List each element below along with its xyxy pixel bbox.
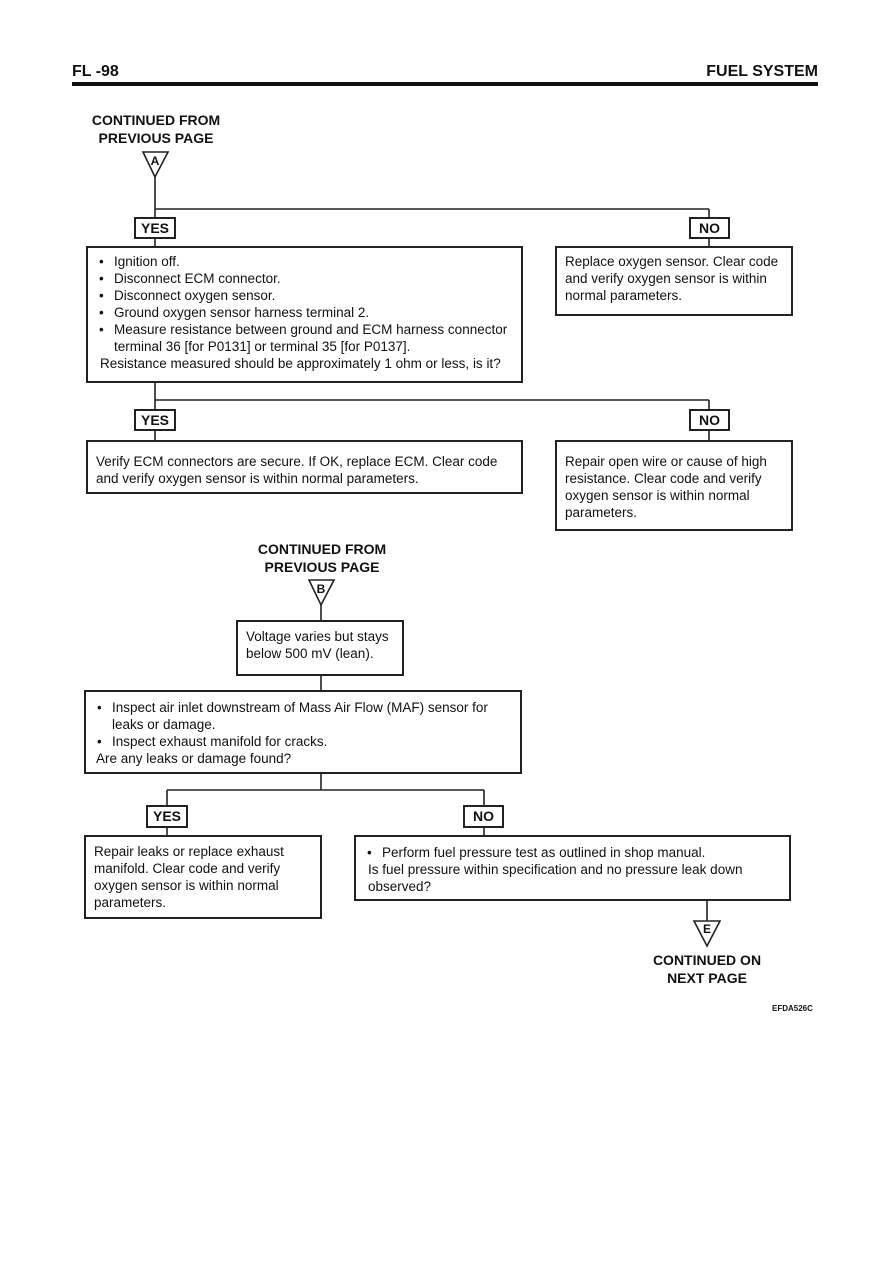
step3-question: Are any leaks or damage found? [96, 751, 292, 766]
step1-bullet: Ignition off. [99, 253, 513, 270]
step3-bullet: Inspect exhaust manifold for cracks. [97, 733, 512, 750]
connector-b-label: B [316, 582, 326, 596]
continued-on-line1: CONTINUED ON [652, 952, 762, 968]
step1-bullet: Disconnect ECM connector. [99, 270, 513, 287]
step2-yes-box: Verify ECM connectors are secure. If OK,… [86, 440, 523, 494]
continued-from-line1: CONTINUED FROM [91, 112, 221, 128]
no-tag-2: NO [689, 409, 730, 431]
continued-from-a: CONTINUED FROM PREVIOUS PAGE [80, 111, 232, 147]
continued-from-line2: PREVIOUS PAGE [264, 559, 380, 575]
step2-no-box: Repair open wire or cause of high resist… [555, 440, 793, 531]
no-tag-3: NO [463, 805, 504, 828]
no-tag-1: NO [689, 217, 730, 239]
figure-code: EFDA526C [772, 1004, 813, 1013]
step1-bullet: Ground oxygen sensor harness terminal 2. [99, 304, 513, 321]
connector-e-triangle [692, 920, 722, 948]
page-number: FL -98 [72, 63, 119, 80]
step1-question: Resistance measured should be approximat… [100, 356, 501, 371]
continued-from-line1: CONTINUED FROM [257, 541, 387, 557]
step3-no-question: Is fuel pressure within specification an… [368, 862, 743, 894]
step1-bullets: Ignition off. Disconnect ECM connector. … [96, 253, 513, 355]
step3-bullet: Inspect air inlet downstream of Mass Air… [97, 699, 512, 733]
yes-tag-1: YES [134, 217, 176, 239]
section-title: FUEL SYSTEM [706, 63, 818, 80]
step1-bullet: Measure resistance between ground and EC… [99, 321, 513, 355]
connector-e-label: E [702, 922, 711, 936]
continued-from-line2: PREVIOUS PAGE [98, 130, 214, 146]
yes-tag-3: YES [146, 805, 188, 828]
yes-tag-2: YES [134, 409, 176, 431]
voltage-box: Voltage varies but stays below 500 mV (l… [236, 620, 404, 676]
step3-bullets: Inspect air inlet downstream of Mass Air… [94, 699, 512, 750]
step3-box: Inspect air inlet downstream of Mass Air… [84, 690, 522, 774]
step1-no-box: Replace oxygen sensor. Clear code and ve… [555, 246, 793, 316]
continued-from-b: CONTINUED FROM PREVIOUS PAGE [246, 540, 398, 576]
step1-box: Ignition off. Disconnect ECM connector. … [86, 246, 523, 383]
header-rule [72, 82, 818, 86]
step3-yes-box: Repair leaks or replace exhaust manifold… [84, 835, 322, 919]
step3-no-box: Perform fuel pressure test as outlined i… [354, 835, 791, 901]
connector-b-triangle [307, 579, 336, 607]
step3-no-bullets: Perform fuel pressure test as outlined i… [364, 844, 781, 861]
continued-on-e: CONTINUED ON NEXT PAGE [634, 951, 780, 987]
connector-a-label: A [150, 154, 160, 168]
connector-a-triangle [141, 151, 170, 179]
step1-bullet: Disconnect oxygen sensor. [99, 287, 513, 304]
continued-on-line2: NEXT PAGE [667, 970, 747, 986]
step3-no-bullet: Perform fuel pressure test as outlined i… [367, 844, 781, 861]
